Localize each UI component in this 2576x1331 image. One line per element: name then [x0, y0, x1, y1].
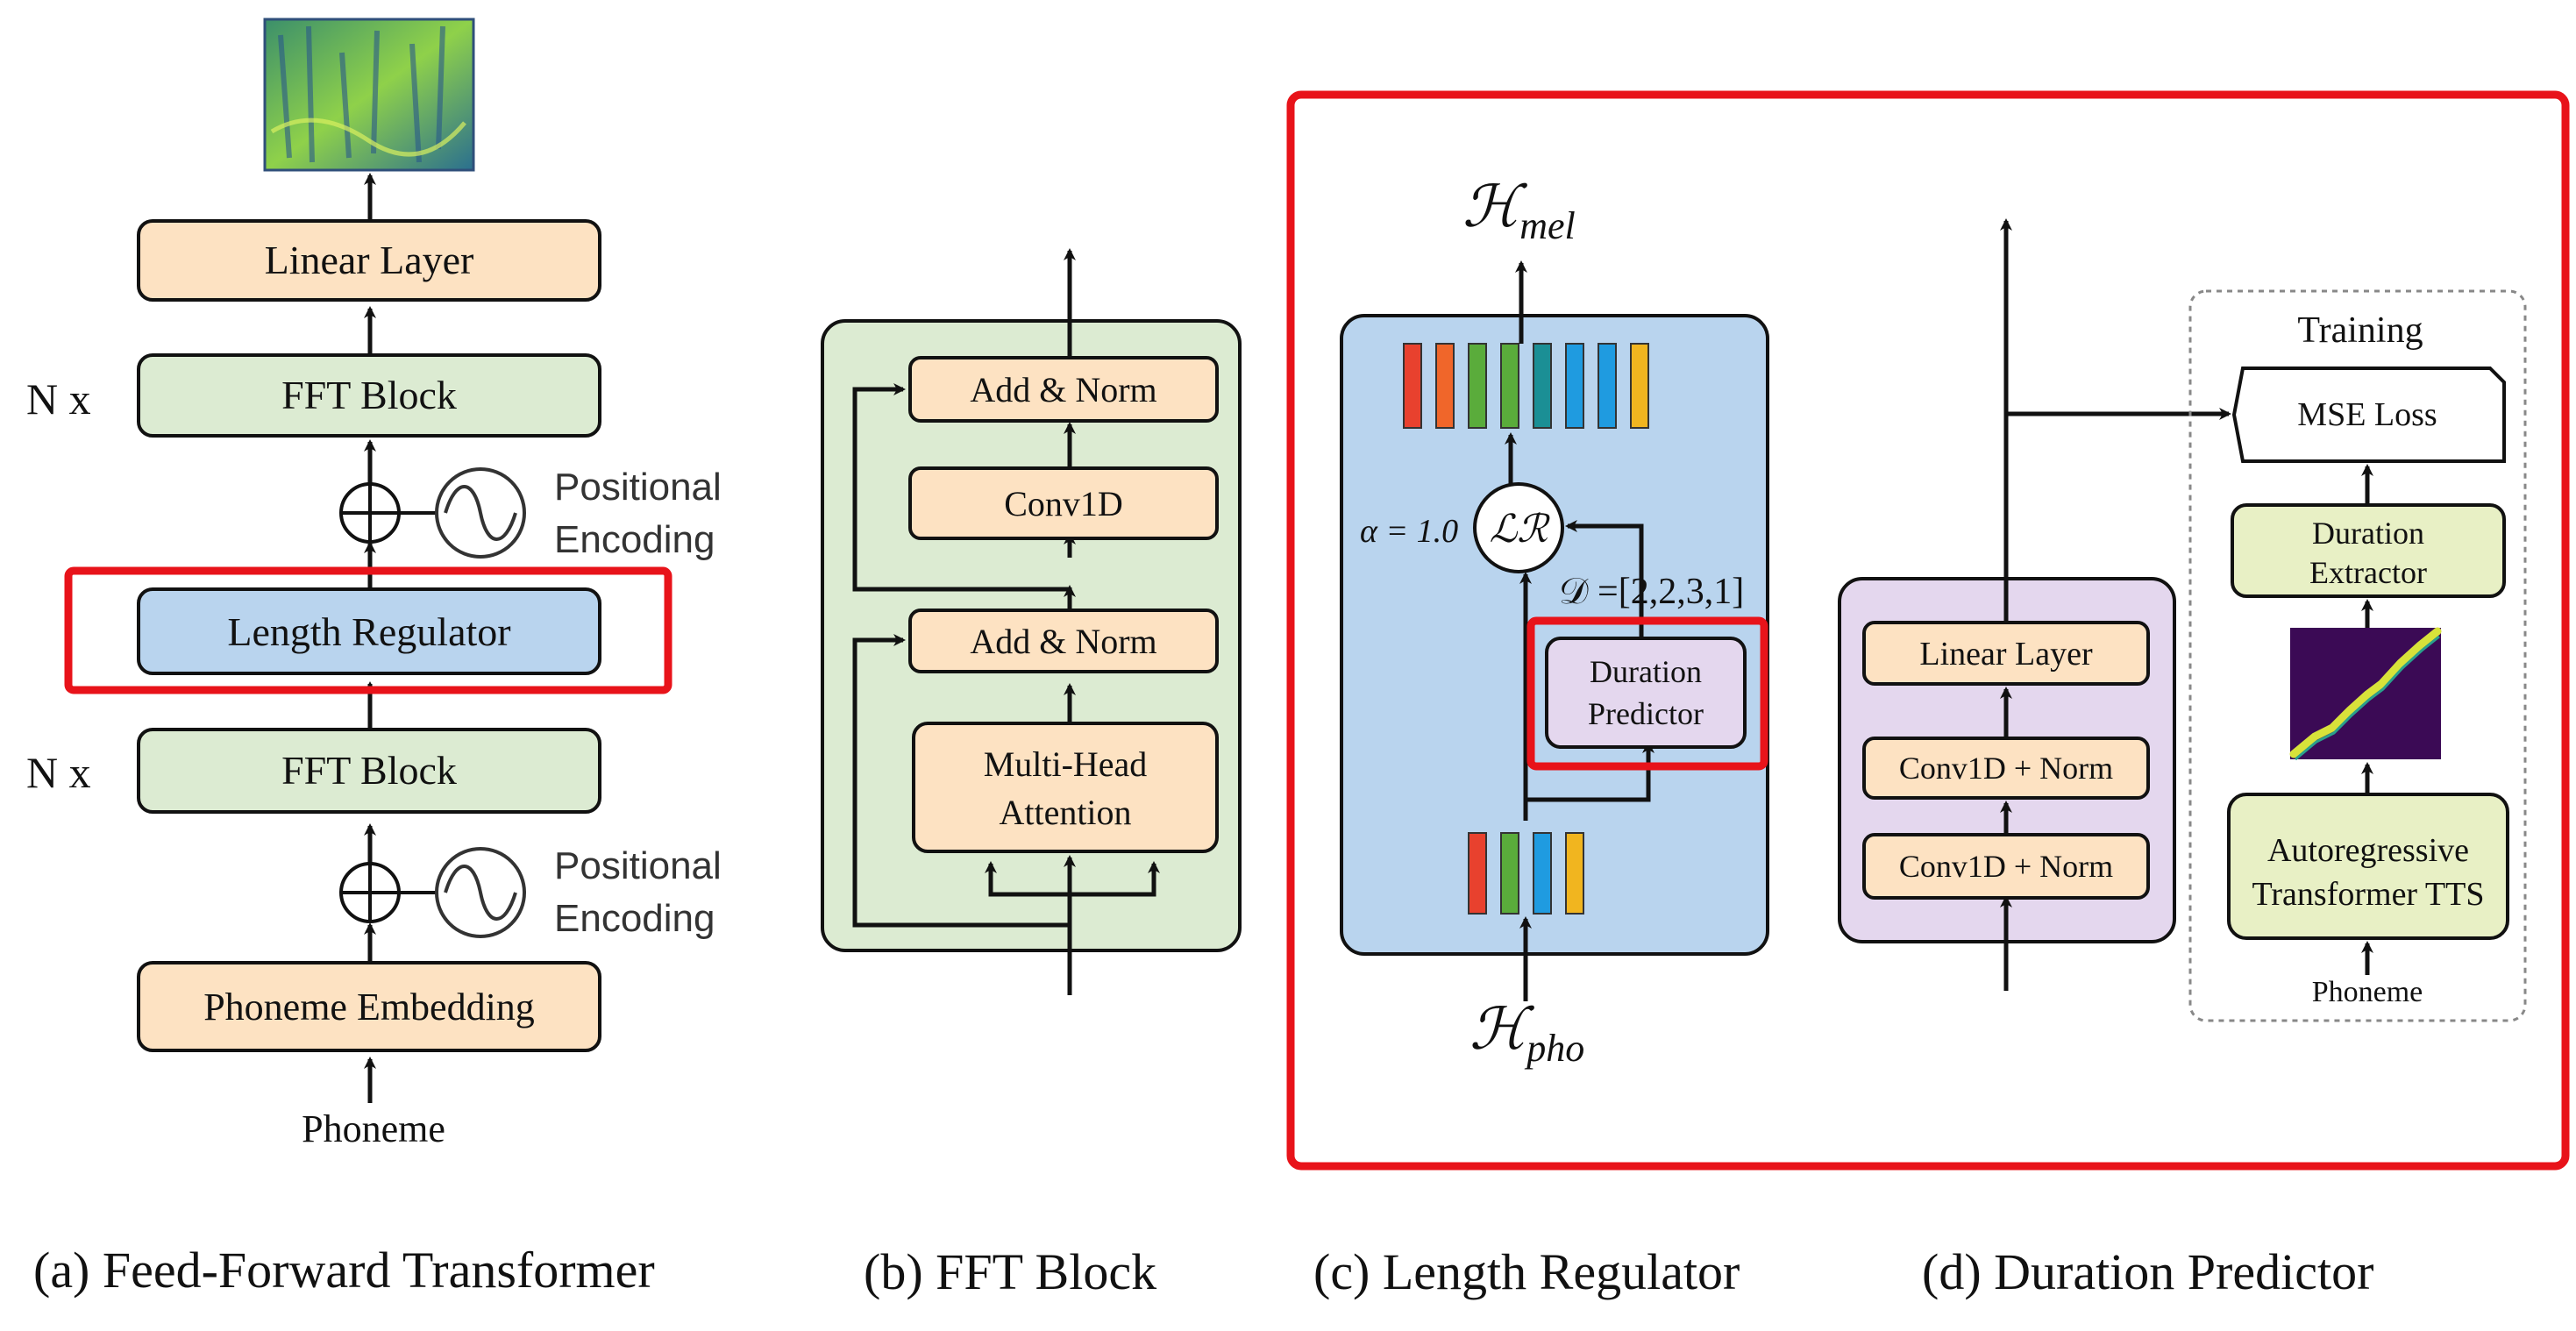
duration-extractor-box: [2231, 503, 2506, 598]
h-pho-label: ℋpho: [1469, 998, 1584, 1070]
positional-encoding-top: Positional Encoding: [339, 466, 722, 561]
phoneme-embedding-label: Phoneme Embedding: [203, 986, 535, 1028]
conv-norm-bottom-box: [1862, 833, 2150, 900]
caption-d: (d) Duration Predictor: [1922, 1243, 2373, 1300]
mel-hidden-bars: [1403, 343, 1649, 429]
length-regulator-highlight: [64, 566, 672, 694]
duration-sequence-label: 𝒟 =[2,2,3,1]: [1559, 572, 1744, 612]
duration-extractor-line1: Duration: [2312, 516, 2424, 551]
autoregressive-tts-box: [2227, 793, 2509, 940]
add-norm-top-label: Add & Norm: [970, 370, 1156, 409]
duration-predictor-highlight: [1526, 616, 1768, 771]
h-mel-label: ℋmel: [1462, 175, 1576, 247]
duration-predictor-line1: Duration: [1590, 654, 1702, 689]
phoneme-hidden-bars: [1468, 832, 1584, 915]
phoneme-input-label: Phoneme: [302, 1107, 445, 1150]
conv1d-box: [908, 466, 1219, 540]
pho-bar: [1468, 832, 1487, 915]
add-norm-bottom-label: Add & Norm: [970, 622, 1156, 661]
mel-bar: [1500, 343, 1519, 429]
positional-encoding-top-line1: Positional: [554, 466, 722, 509]
training-panel: [2188, 289, 2527, 1022]
duration-extractor-line2: Extractor: [2309, 555, 2427, 590]
mel-spectrogram-image: [263, 18, 475, 172]
duration-predictor-box: [1545, 637, 1747, 749]
dp-linear-layer-box: [1862, 621, 2150, 686]
mel-bar: [1403, 343, 1422, 429]
mel-bar: [1468, 343, 1487, 429]
multi-head-attention-box: [912, 722, 1219, 853]
training-phoneme-label: Phoneme: [2312, 976, 2423, 1008]
linear-layer-box: [137, 219, 601, 302]
caption-b: (b) FFT Block: [864, 1243, 1156, 1300]
mse-loss-label: MSE Loss: [2297, 396, 2437, 433]
fft-block-top-box: [137, 353, 601, 438]
length-regulator-box: [137, 587, 601, 675]
panel-fft-block: Add & Norm Conv1D Add & Norm Multi-Head …: [821, 248, 1242, 1300]
nx-bottom-label: N x: [26, 748, 91, 797]
mel-bar: [1533, 343, 1552, 429]
length-regulator-label: Length Regulator: [227, 609, 510, 654]
caption-a: (a) Feed-Forward Transformer: [33, 1242, 655, 1299]
positional-encoding-bottom-line2: Encoding: [554, 897, 715, 940]
duration-predictor-line2: Predictor: [1588, 696, 1704, 731]
pho-bar: [1533, 832, 1552, 915]
pho-bar: [1565, 832, 1584, 915]
lr-operator-node: [1473, 482, 1564, 573]
highlight-frame-c-d: [1286, 90, 2570, 1171]
fft-block-top-label: FFT Block: [281, 373, 457, 417]
conv-norm-top-label: Conv1D + Norm: [1899, 751, 2113, 786]
positional-encoding-bottom: Positional Encoding: [339, 844, 722, 940]
add-norm-bottom-box: [908, 609, 1219, 673]
fft-block-bottom-box: [137, 728, 601, 814]
mel-bar: [1435, 343, 1455, 429]
pho-bar: [1500, 832, 1519, 915]
alpha-label: α = 1.0: [1360, 513, 1458, 550]
nx-top-label: N x: [26, 374, 91, 424]
conv1d-label: Conv1D: [1004, 484, 1123, 523]
positional-encoding-bottom-line1: Positional: [554, 844, 722, 887]
panel-duration-predictor: Linear Layer Conv1D + Norm Conv1D + Norm…: [1838, 218, 2527, 1300]
mse-loss-box: [2231, 367, 2506, 463]
training-label: Training: [2297, 310, 2423, 351]
lr-operator-symbol: ℒℛ: [1490, 508, 1551, 551]
add-norm-top-box: [908, 356, 1219, 423]
autoregressive-tts-line1: Autoregressive: [2267, 832, 2469, 869]
phoneme-embedding-box: [137, 961, 601, 1052]
fft-block-bottom-label: FFT Block: [281, 748, 457, 793]
autoregressive-tts-line2: Transformer TTS: [2252, 876, 2485, 913]
mel-bar: [1565, 343, 1584, 429]
panel-length-regulator: ℋmel ℒℛ α = 1.0 𝒟 =[2,2,3,1] Duration Pr…: [1313, 175, 1769, 1300]
mel-bar: [1630, 343, 1649, 429]
positional-encoding-top-line2: Encoding: [554, 518, 715, 561]
mel-bar: [1598, 343, 1617, 429]
caption-c: (c) Length Regulator: [1313, 1243, 1740, 1300]
conv-norm-bottom-label: Conv1D + Norm: [1899, 849, 2113, 884]
multi-head-attention-line1: Multi-Head: [984, 744, 1148, 784]
alignment-map-image: [2289, 627, 2442, 761]
panel-feed-forward-transformer: Linear Layer N x FFT Block Positional En…: [26, 18, 722, 1299]
multi-head-attention-line2: Attention: [999, 793, 1131, 832]
dp-linear-layer-label: Linear Layer: [1919, 636, 2093, 673]
linear-layer-label: Linear Layer: [265, 238, 474, 282]
conv-norm-top-box: [1862, 737, 2150, 800]
